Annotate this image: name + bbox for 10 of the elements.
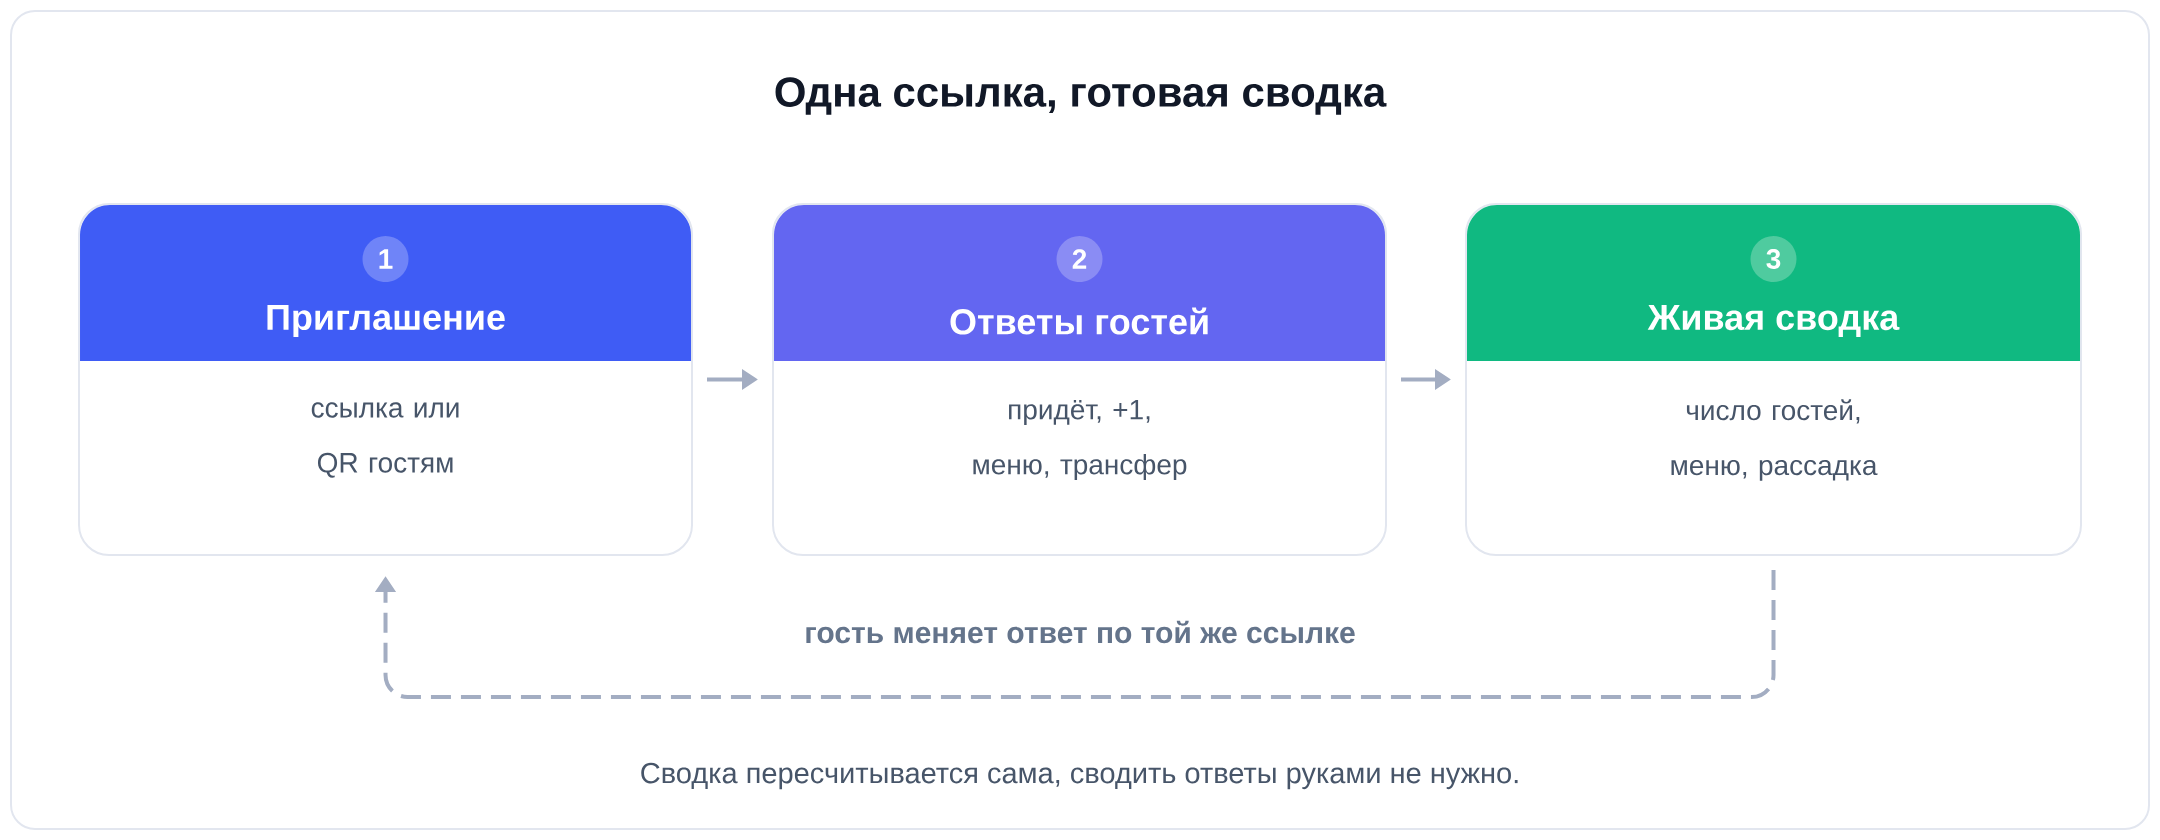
caption: Сводка пересчитывается сама, сводить ответы руками не нужно. (641, 762, 1518, 790)
edge-label: гость меняет ответ по той же ссылке (799, 615, 1361, 649)
card-text: придёт, +1, меню, трансфер (973, 399, 1187, 481)
card-text: ссылка или QR гостям (311, 402, 459, 478)
number-badge: 3 (1750, 236, 1797, 282)
title: Одна ссылка, готовая сводка (775, 77, 1387, 115)
number-badge: 2 (1056, 236, 1103, 282)
arrow (374, 570, 1776, 699)
card-text: число гостей, меню, рассадка (1671, 399, 1878, 481)
number-badge: 1 (362, 236, 409, 282)
